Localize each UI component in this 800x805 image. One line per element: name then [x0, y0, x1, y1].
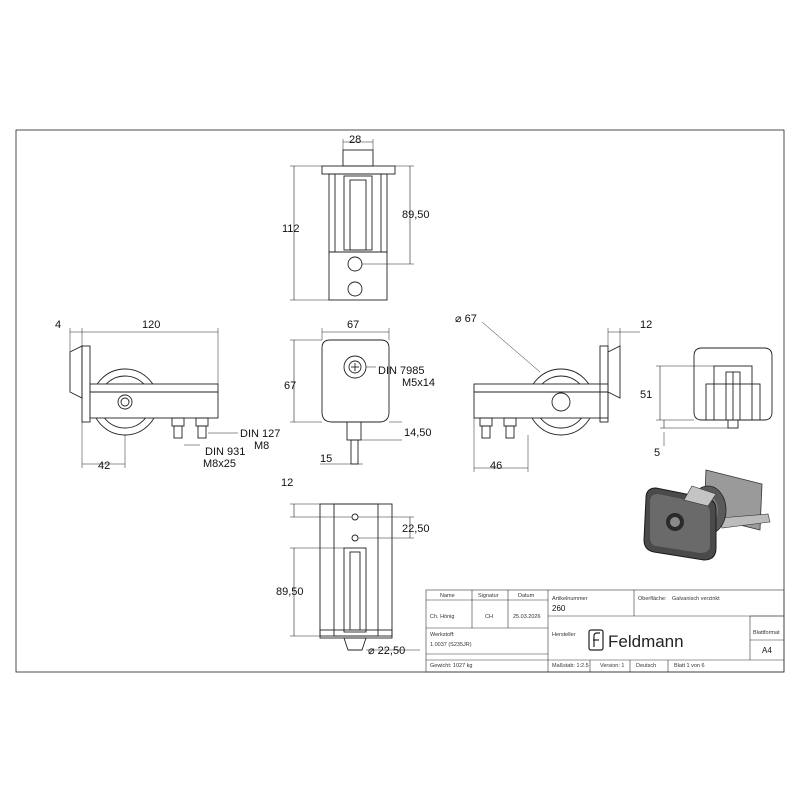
top-view: [290, 139, 414, 301]
tb-sheet: Blatt 1 von 6: [674, 663, 705, 669]
right-view: [473, 321, 640, 472]
dim-left-wheel-offset: 42: [98, 460, 110, 472]
dim-right-plate-thickness: 12: [640, 319, 652, 331]
feldmann-logo-icon: [588, 629, 604, 651]
dim-front-width: 67: [347, 319, 359, 331]
tb-brand: Feldmann: [608, 632, 684, 651]
tb-material-label: Werkstoff:: [430, 632, 455, 638]
tb-format-value: A4: [762, 646, 772, 655]
bottom-view: [290, 503, 420, 651]
tb-row-signature: CH: [485, 614, 493, 620]
iso-render: [643, 469, 771, 561]
dim-front-height: 67: [284, 380, 296, 392]
dim-bottom-diameter: ⌀ 22,50: [368, 645, 405, 657]
label-left-bolt-size: M8: [254, 440, 269, 452]
label-left-screw-size: M8x25: [203, 458, 236, 470]
dim-bottom-hole-spacing: 22,50: [402, 523, 430, 535]
tb-header-signature: Signatur: [478, 593, 499, 599]
dim-bottom-height: 89,50: [276, 586, 304, 598]
dim-side-offset: 5: [654, 447, 660, 459]
label-left-bolt: DIN 127: [240, 428, 280, 440]
tb-manufacturer-label: Hersteller: [552, 632, 576, 638]
front-view: [290, 328, 402, 465]
label-front-screw: DIN 7985: [378, 365, 424, 377]
tb-weight: Gewicht: 1027 kg: [430, 663, 473, 669]
title-block: [425, 589, 785, 673]
tb-version: Version: 1: [600, 663, 624, 669]
dim-front-shaft-width: 15: [320, 453, 332, 465]
dim-right-wheel-diameter: ⌀ 67: [455, 313, 477, 325]
tb-header-date: Datum: [518, 593, 535, 599]
left-view: [69, 328, 238, 468]
dim-side-height: 51: [640, 389, 652, 401]
tb-language: Deutsch: [636, 663, 656, 669]
dim-front-shaft-offset: 14,50: [404, 427, 432, 439]
tb-article-value: 260: [552, 604, 566, 613]
tb-material-value: 1.0037 (S235JR): [430, 642, 472, 648]
dim-top-height: 112: [282, 223, 300, 235]
tb-row-name: Ch. Hönig: [430, 614, 454, 620]
dim-top-width: 28: [349, 134, 361, 146]
tb-scale: Maßstab: 1:2.5: [552, 663, 589, 669]
label-left-screw: DIN 931: [205, 446, 245, 458]
dim-top-inner-height: 89,50: [402, 209, 430, 221]
sheet-border: [15, 129, 785, 673]
dim-left-offset: 4: [55, 319, 61, 331]
dim-right-wheel-offset: 46: [490, 460, 502, 472]
tb-article-label: Artikelnummer: [552, 596, 588, 602]
tb-surface-value: Galvanisch verzinkt: [672, 596, 720, 602]
side-view: [656, 347, 773, 446]
tb-surface-label: Oberfläche:: [638, 596, 667, 602]
dim-bottom-top-offset: 12: [281, 477, 293, 489]
tb-format-label: Blattformat: [753, 630, 780, 636]
label-front-screw-size: M5x14: [402, 377, 435, 389]
tb-header-name: Name: [440, 593, 455, 599]
tb-row-date: 25.03.2026: [513, 614, 541, 620]
dim-left-length: 120: [142, 319, 160, 331]
